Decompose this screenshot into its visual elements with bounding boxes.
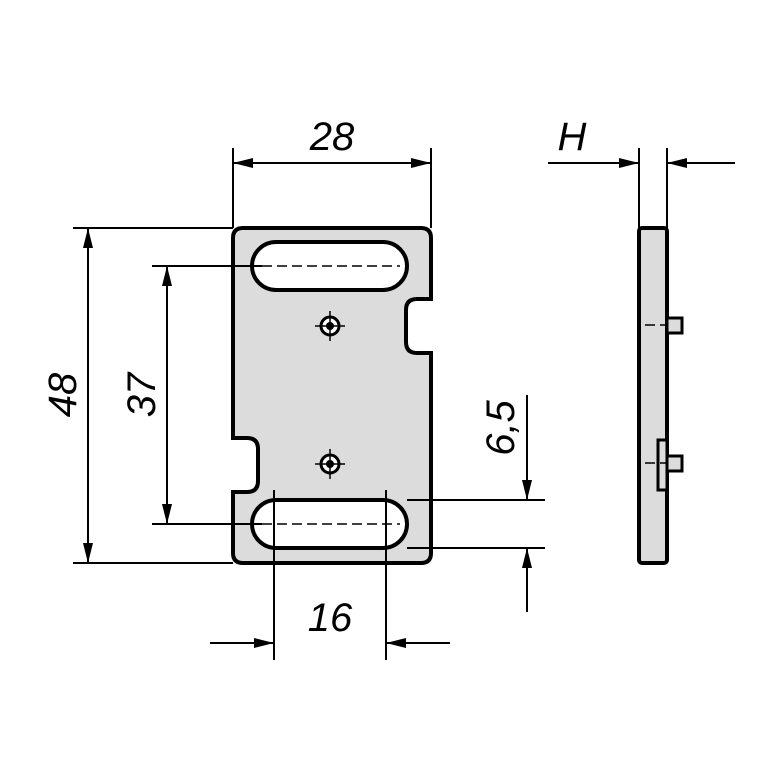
screw-hole-upper [315, 311, 345, 341]
width-label: 28 [309, 115, 355, 159]
slot-center-lines [262, 265, 400, 525]
slot-pitch-label: 37 [120, 371, 164, 417]
dimension-lines [73, 148, 545, 660]
plate-outline [231, 226, 433, 565]
screw-hole-lower [315, 449, 345, 479]
height-label: 48 [41, 372, 85, 417]
side-screw-upper [665, 316, 684, 335]
side-screw-lower [665, 454, 684, 473]
side-view [637, 226, 684, 565]
slot-length-label: 16 [308, 596, 353, 640]
thickness-label: H [558, 115, 587, 159]
front-view [231, 226, 433, 565]
side-plate [637, 226, 669, 565]
slot-width-label: 6,5 [479, 399, 523, 455]
side-tab [656, 438, 669, 492]
thickness-dimension [548, 148, 735, 228]
